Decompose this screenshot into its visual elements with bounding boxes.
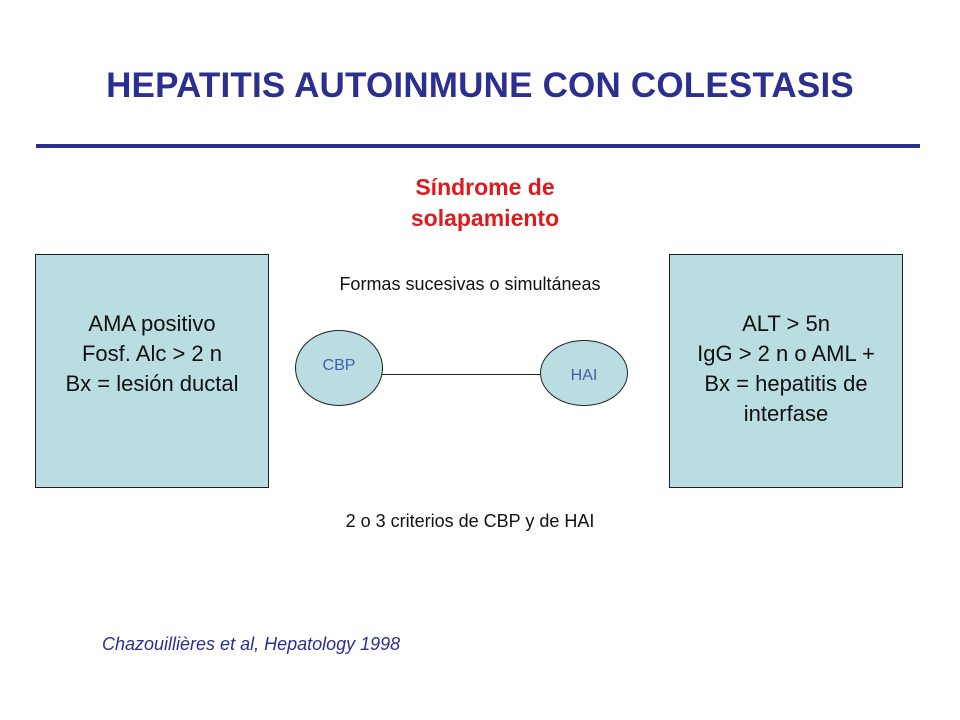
hai-node: HAI xyxy=(540,340,628,406)
caption-forms: Formas sucesivas o simultáneas xyxy=(339,274,601,294)
subtitle-line-2: solapamiento xyxy=(410,205,560,231)
title-underline xyxy=(36,144,920,148)
caption-criteria: 2 o 3 criterios de CBP y de HAI xyxy=(345,511,595,531)
cbp-hai-connector xyxy=(380,374,540,375)
hai-criterion-2: IgG > 2 n o AML + xyxy=(697,341,875,366)
citation: Chazouillières et al, Hepatology 1998 xyxy=(102,634,401,654)
hai-criterion-1: ALT > 5n xyxy=(742,311,830,336)
hai-criterion-4: interfase xyxy=(743,401,829,426)
cbp-criterion-1: AMA positivo xyxy=(88,311,216,336)
cbp-criterion-3: Bx = lesión ductal xyxy=(65,371,239,396)
cbp-criterion-2: Fosf. Alc > 2 n xyxy=(81,341,222,366)
hai-criteria-box: ALT > 5n IgG > 2 n o AML + Bx = hepatiti… xyxy=(669,254,903,488)
slide-title: HEPATITIS AUTOINMUNE CON COLESTASIS xyxy=(106,66,854,105)
cbp-node: CBP xyxy=(295,330,383,406)
cbp-criteria-box: AMA positivo Fosf. Alc > 2 n Bx = lesión… xyxy=(35,254,269,488)
cbp-node-label: CBP xyxy=(322,357,356,374)
subtitle: Síndrome de solapamiento xyxy=(320,172,650,234)
subtitle-line-1: Síndrome de xyxy=(415,174,555,200)
hai-node-label: HAI xyxy=(570,367,598,384)
hai-criterion-3: Bx = hepatitis de xyxy=(704,371,868,396)
